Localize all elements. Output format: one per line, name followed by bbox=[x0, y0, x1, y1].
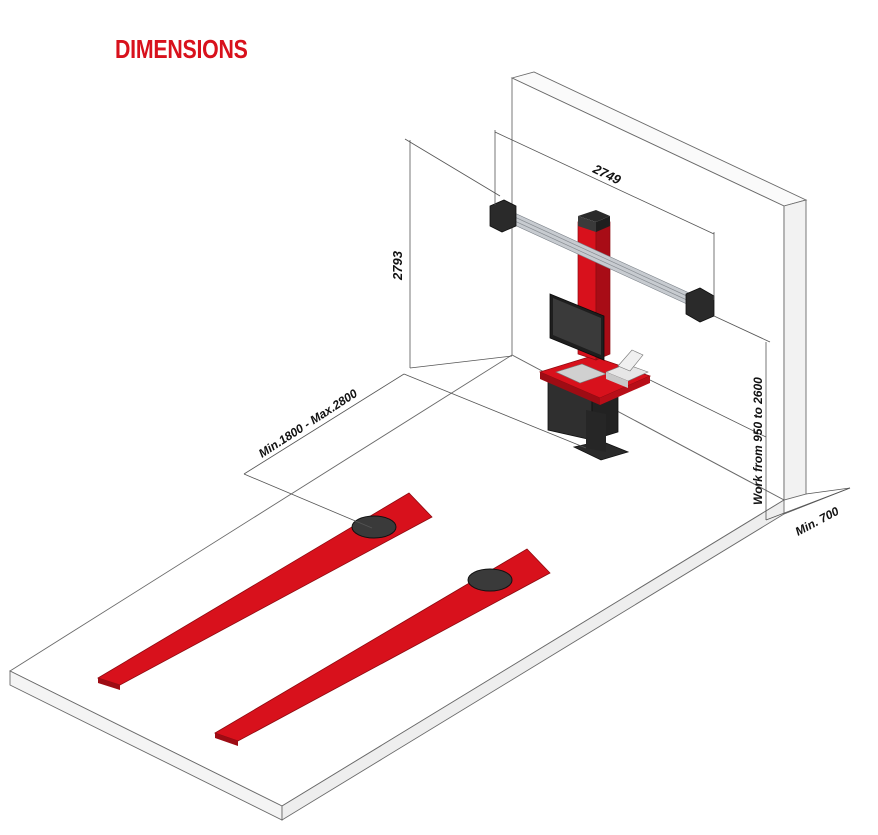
page-title: DIMENSIONS bbox=[115, 34, 248, 64]
aligner-machine bbox=[489, 199, 715, 461]
runway-right bbox=[214, 548, 551, 746]
wall-gap-dimension-label: Min. 700 bbox=[793, 504, 842, 539]
runway-left bbox=[97, 492, 433, 690]
wheel-plate-icon bbox=[467, 568, 513, 592]
height-dimension-label: 2793 bbox=[390, 250, 405, 281]
wheel-plate-icon bbox=[351, 515, 397, 539]
work-height-dimension-label: Work from 950 to 2600 bbox=[751, 377, 765, 505]
dimension-lines bbox=[243, 130, 851, 529]
floor-slab bbox=[9, 354, 785, 821]
distance-dimension-label: Min.1800 - Max.2800 bbox=[256, 386, 360, 460]
back-wall bbox=[510, 71, 808, 501]
